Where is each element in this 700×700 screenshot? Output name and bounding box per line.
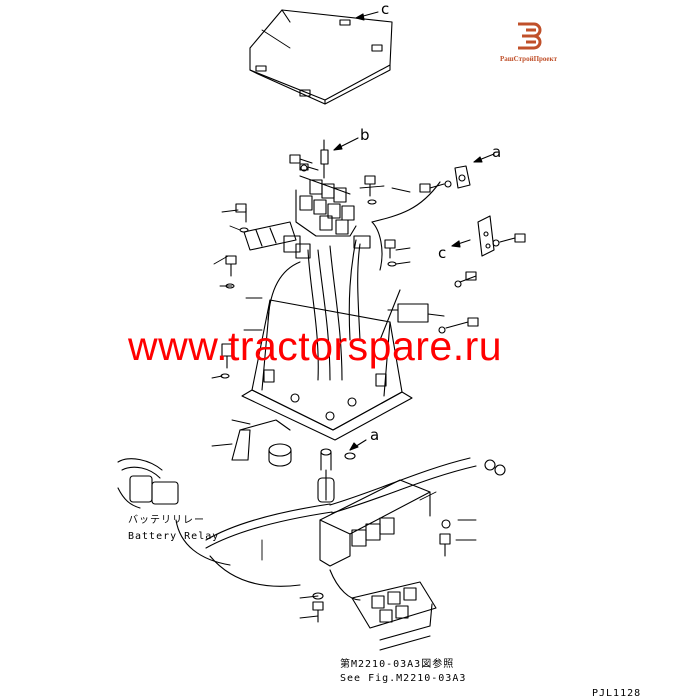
relay-block (295, 175, 357, 237)
watermark-url: www.tractorspare.ru (128, 323, 503, 369)
clamp-a-top (371, 153, 495, 223)
logo-text: РашСтройПроект (500, 55, 558, 63)
bolts-lower (312, 592, 324, 623)
grommets (268, 443, 356, 471)
battery-relay (117, 458, 179, 509)
callout-a-top: a (492, 143, 502, 161)
leader-c-top (355, 11, 379, 21)
battery-relay-label-jp: バッテリリレー (128, 515, 205, 526)
callout-c-top: c (381, 0, 390, 18)
see-fig-label-en: See Fig.M2210-03A3 (340, 673, 467, 684)
lower-fuse-block (329, 569, 437, 651)
lower-harness (175, 457, 506, 587)
bracket-c-mid (451, 215, 495, 257)
base-panel (241, 299, 413, 441)
logo-emblem (518, 22, 542, 50)
fuse-b (320, 137, 359, 179)
callout-b: b (360, 126, 370, 144)
drawing-code: PJL1128 (592, 688, 642, 699)
callout-c-mid: c (438, 244, 447, 262)
callout-a-mid: a (370, 426, 380, 444)
cover-plate (249, 9, 393, 105)
connector-right (379, 289, 445, 341)
company-logo (518, 22, 542, 50)
see-fig-label-jp: 第M2210-03A3図参照 (340, 659, 455, 670)
leader-a-mid (349, 439, 367, 451)
battery-relay-label-en: Battery Relay (128, 531, 220, 542)
callout-leaders (211, 29, 477, 619)
bracket-left (231, 419, 291, 461)
terminal-strip (319, 479, 451, 567)
connector-left (243, 221, 311, 259)
